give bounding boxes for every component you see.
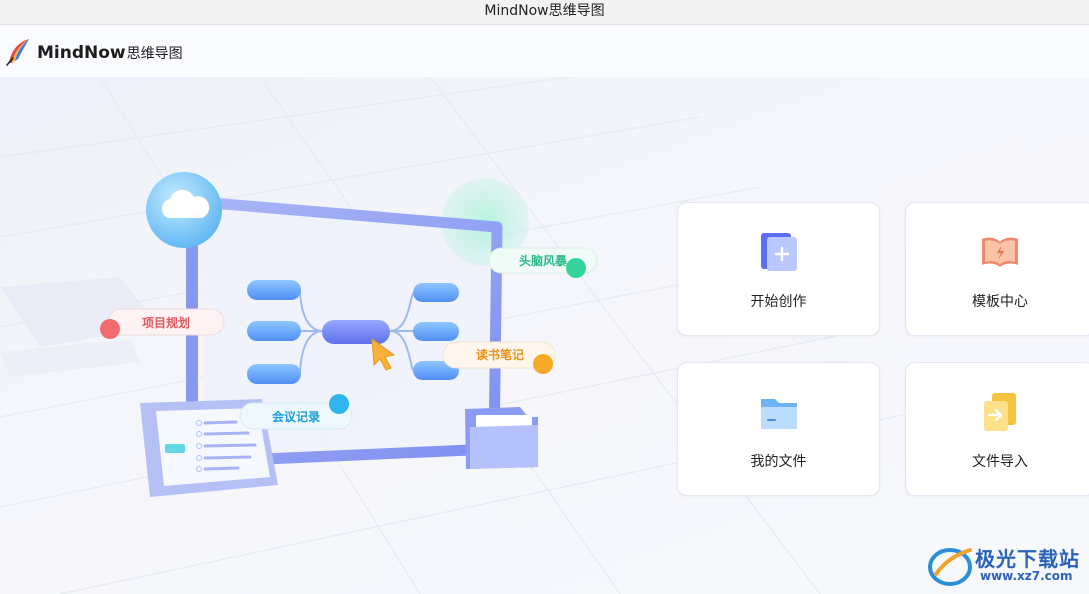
template-center-button[interactable]: 模板中心 [905,202,1089,336]
app-header [0,25,1089,77]
tag-brainstorm: 头脑风暴 [488,247,598,278]
folder-icon [760,399,797,429]
file-import-button[interactable]: 文件导入 [905,362,1089,496]
app-name: MindNow思维导图 [37,43,183,63]
mindmap-nodes [247,280,459,384]
template-center-label: 模板中心 [972,294,1028,310]
my-files-label: 我的文件 [750,454,807,470]
import-file-icon [984,393,1016,431]
folder-icon [465,407,538,469]
window-title: MindNow思维导图 [0,0,1089,25]
start-create-label: 开始创作 [750,294,807,310]
svg-text:头脑风暴: 头脑风暴 [519,253,568,268]
start-create-button[interactable]: 开始创作 [677,202,880,336]
svg-text:会议记录: 会议记录 [272,409,320,424]
svg-text:读书笔记: 读书笔记 [476,347,524,362]
hero-illustration: 项目规划 头脑风暴 读书笔记 会议记录 [100,172,598,497]
svg-text:项目规划: 项目规划 [142,315,190,330]
open-book-icon [982,237,1018,267]
feather-pen-icon [6,39,29,66]
tag-project: 项目规划 [100,308,225,339]
tag-reading: 读书笔记 [442,341,556,374]
watermark-logo-icon [928,548,972,586]
watermark-title: 极光下载站 [975,547,1080,571]
cursor-icon [371,337,396,371]
my-files-button[interactable]: 我的文件 [677,362,880,496]
watermark-url: www.xz7.com [980,569,1073,583]
file-import-label: 文件导入 [972,454,1028,470]
cloud-icon [146,172,222,248]
new-file-icon [760,233,797,271]
tag-meeting: 会议记录 [239,394,353,430]
